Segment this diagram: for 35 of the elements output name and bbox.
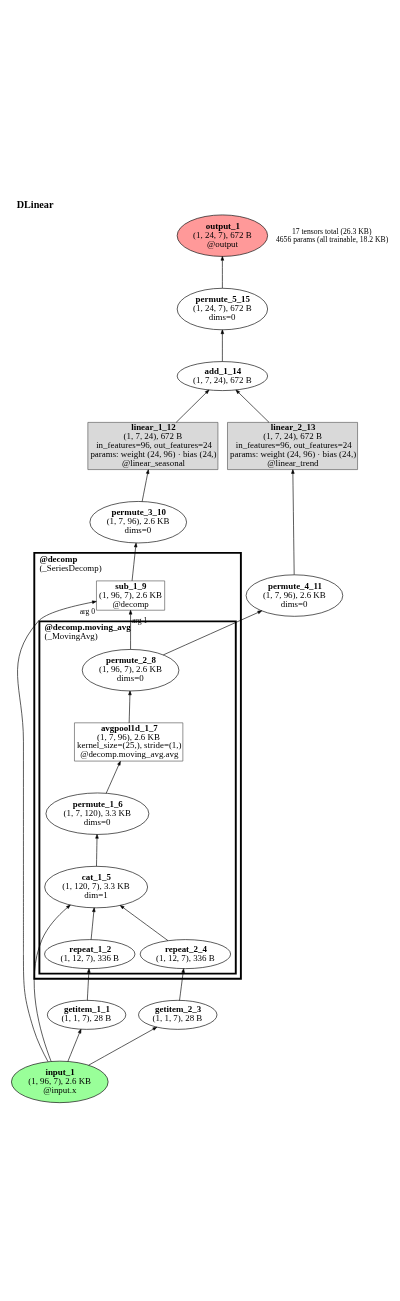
arrow (127, 690, 132, 724)
arrow (105, 760, 121, 794)
node-box: sub_1_9 (1, 96, 7), 2.6 KB @decomp (95, 580, 165, 611)
diagram-title: DLinear (16, 199, 53, 211)
arrow (119, 905, 168, 941)
node-ellipse: permute_3_10 (1, 7, 96), 2.6 KB dims=0 (89, 501, 187, 544)
node-ellipse: permute_1_6 (1, 7, 120), 3.3 KB dims=0 (45, 792, 149, 835)
arrow (33, 904, 71, 1062)
arrow (178, 968, 185, 1001)
node-ellipse: output_1 (1, 24, 7), 672 B @output (176, 214, 268, 257)
node-ellipse: input_1 (1, 96, 7), 2.6 KB @input.x (10, 1060, 108, 1103)
arrow (86, 968, 90, 1001)
node-ellipse: repeat_2_4 (1, 12, 7), 336 B (139, 939, 231, 969)
arrow (290, 469, 295, 575)
arrow (141, 469, 149, 502)
arrow (162, 610, 262, 656)
node-ellipse: getitem_1_1 (1, 1, 7), 28 B (46, 1000, 126, 1030)
arrow (235, 389, 269, 423)
node-box: linear_2_13 (1, 7, 24), 672 B in_features=96, out_features=24 params: weight (24, 96) · bias (24,) @linear_trend (226, 422, 358, 470)
arrow (175, 389, 209, 423)
arrow (87, 1026, 157, 1066)
node-ellipse: add_1_14 (1, 7, 24), 672 B (176, 361, 268, 391)
node-ellipse: permute_5_15 (1, 24, 7), 672 B dims=0 (176, 287, 268, 331)
arrow (94, 834, 99, 867)
arrow (220, 256, 224, 289)
node-ellipse: permute_2_8 (1, 96, 7), 2.6 KB dims=0 (81, 649, 179, 692)
arrow (220, 329, 224, 362)
arrow (67, 1028, 81, 1062)
arrow (131, 542, 137, 582)
arrow (90, 907, 95, 940)
node-box: avgpool1d_1_7 (1, 7, 96), 2.6 KB kernel_size=(25,), stride=(1,) @decomp.moving_avg.avg (73, 722, 183, 762)
arrow (128, 610, 132, 650)
node-ellipse: repeat_1_2 (1, 12, 7), 336 B (43, 939, 135, 969)
arrow (16, 600, 97, 1062)
node-box: linear_1_12 (1, 7, 24), 672 B in_features=96, out_features=24 params: weight (24, 96) · bias (24,) @linear_seasonal (87, 422, 218, 470)
